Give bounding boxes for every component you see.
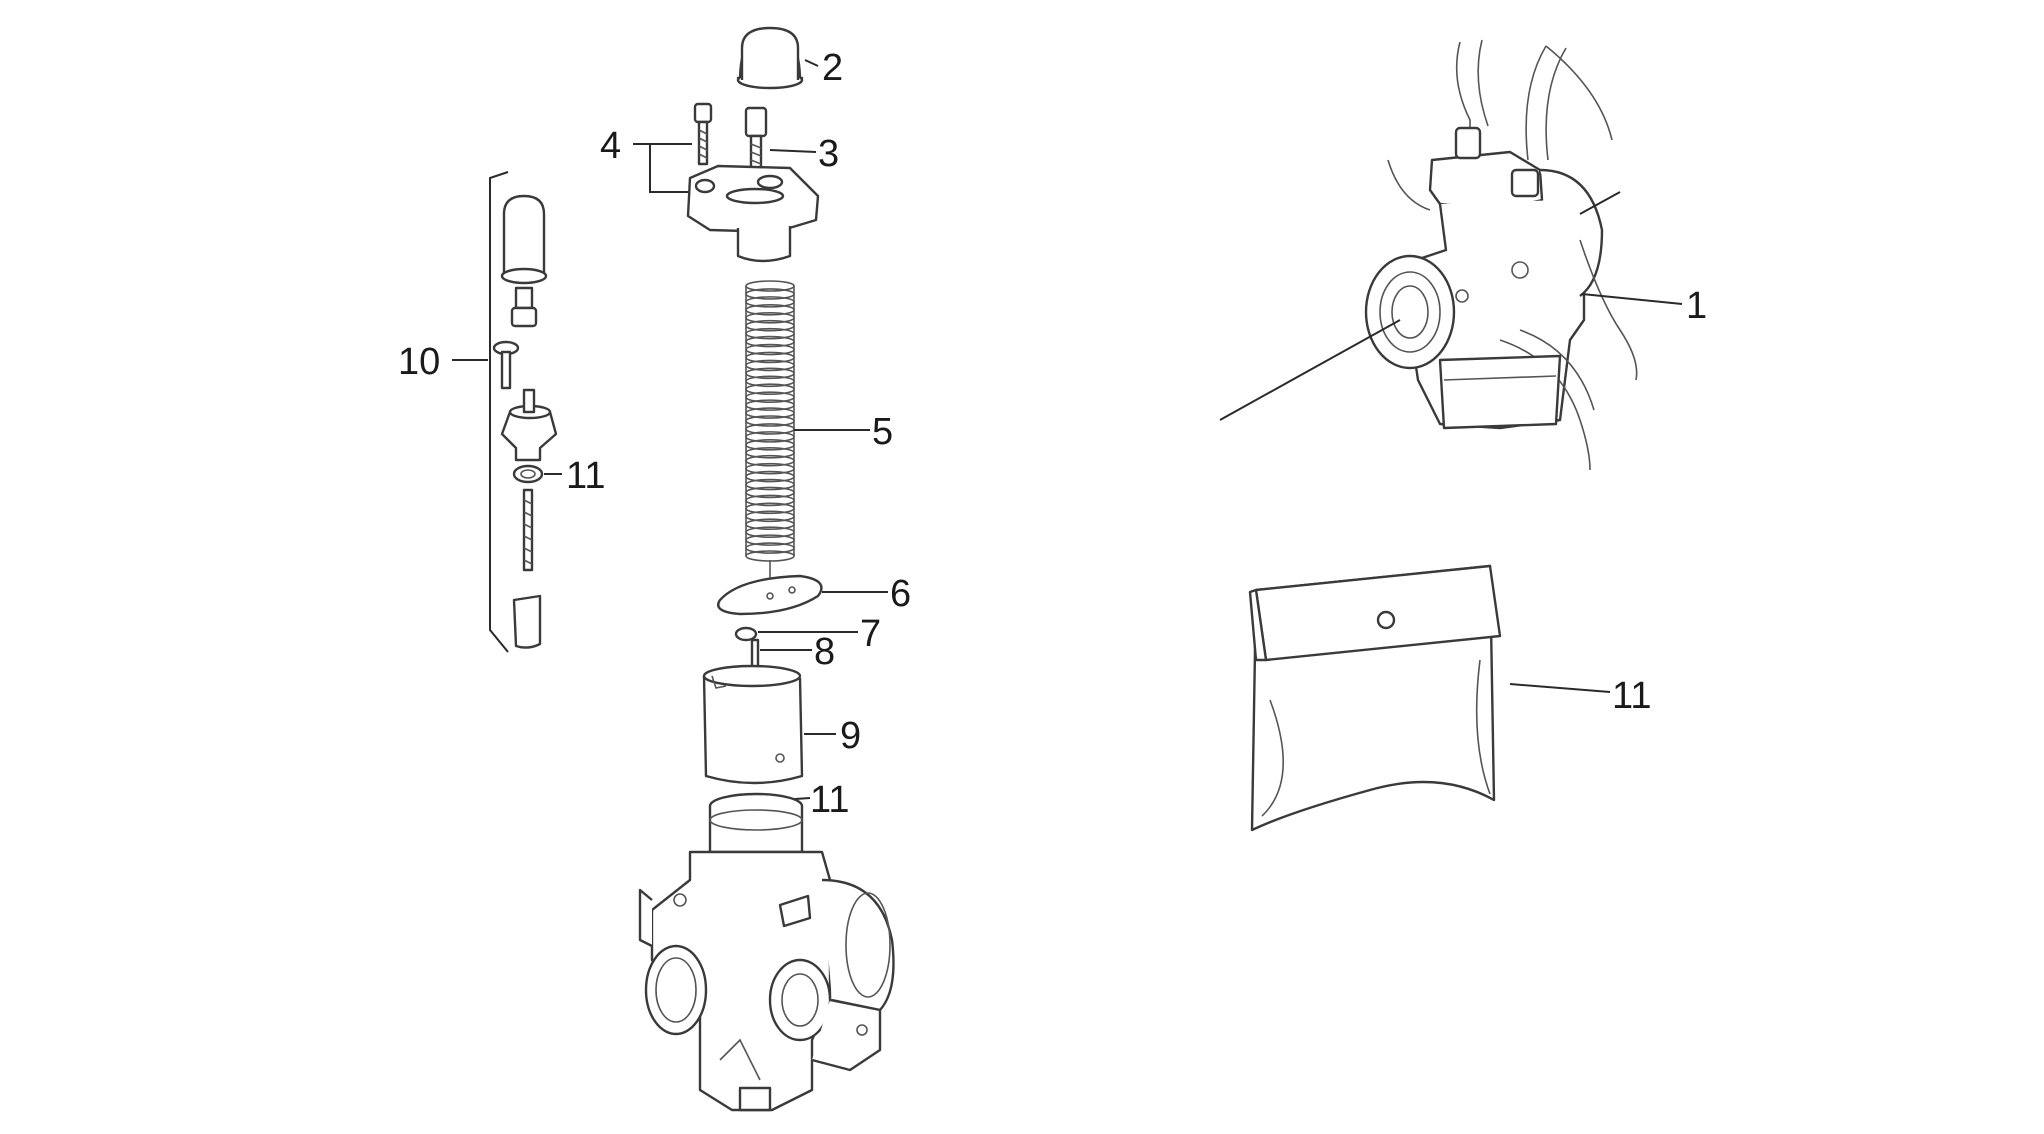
bracket-10 bbox=[489, 171, 509, 653]
carburetor-body bbox=[638, 792, 895, 1112]
callout-6: 6 bbox=[890, 573, 911, 615]
callout-8: 8 bbox=[814, 631, 835, 673]
part-1-assembled-carburetor bbox=[1364, 39, 1638, 471]
leader-11-right bbox=[1509, 683, 1611, 693]
callout-10: 10 bbox=[398, 341, 440, 383]
bracket-4 bbox=[649, 143, 700, 193]
part-6-plate bbox=[717, 560, 823, 616]
leader-1 bbox=[1581, 293, 1683, 305]
leader-2 bbox=[804, 59, 819, 67]
callout-11-right: 11 bbox=[1612, 675, 1651, 717]
part-2-cap bbox=[736, 26, 804, 90]
part-10-subassembly bbox=[492, 194, 558, 649]
callout-2: 2 bbox=[822, 47, 843, 89]
part-9-slide bbox=[702, 664, 804, 785]
leader-1-top bbox=[1579, 191, 1621, 215]
spring-outline bbox=[745, 286, 795, 556]
leader-1-intake bbox=[1219, 319, 1401, 421]
callout-1: 1 bbox=[1686, 285, 1707, 327]
callout-7: 7 bbox=[860, 613, 881, 655]
part-4-screw bbox=[693, 102, 713, 166]
callout-11-center: 11 bbox=[810, 779, 849, 821]
callout-9: 9 bbox=[840, 715, 861, 757]
part-7-clip bbox=[734, 626, 758, 642]
callout-11-left: 11 bbox=[566, 455, 605, 497]
cover-plate bbox=[686, 164, 820, 263]
part-5-spring bbox=[745, 280, 795, 562]
part-3-bolt bbox=[744, 106, 768, 174]
callout-3: 3 bbox=[818, 133, 839, 175]
callout-5: 5 bbox=[872, 411, 893, 453]
part-11-bag bbox=[1248, 564, 1502, 832]
leader-3 bbox=[769, 149, 817, 153]
callout-4: 4 bbox=[600, 125, 621, 167]
